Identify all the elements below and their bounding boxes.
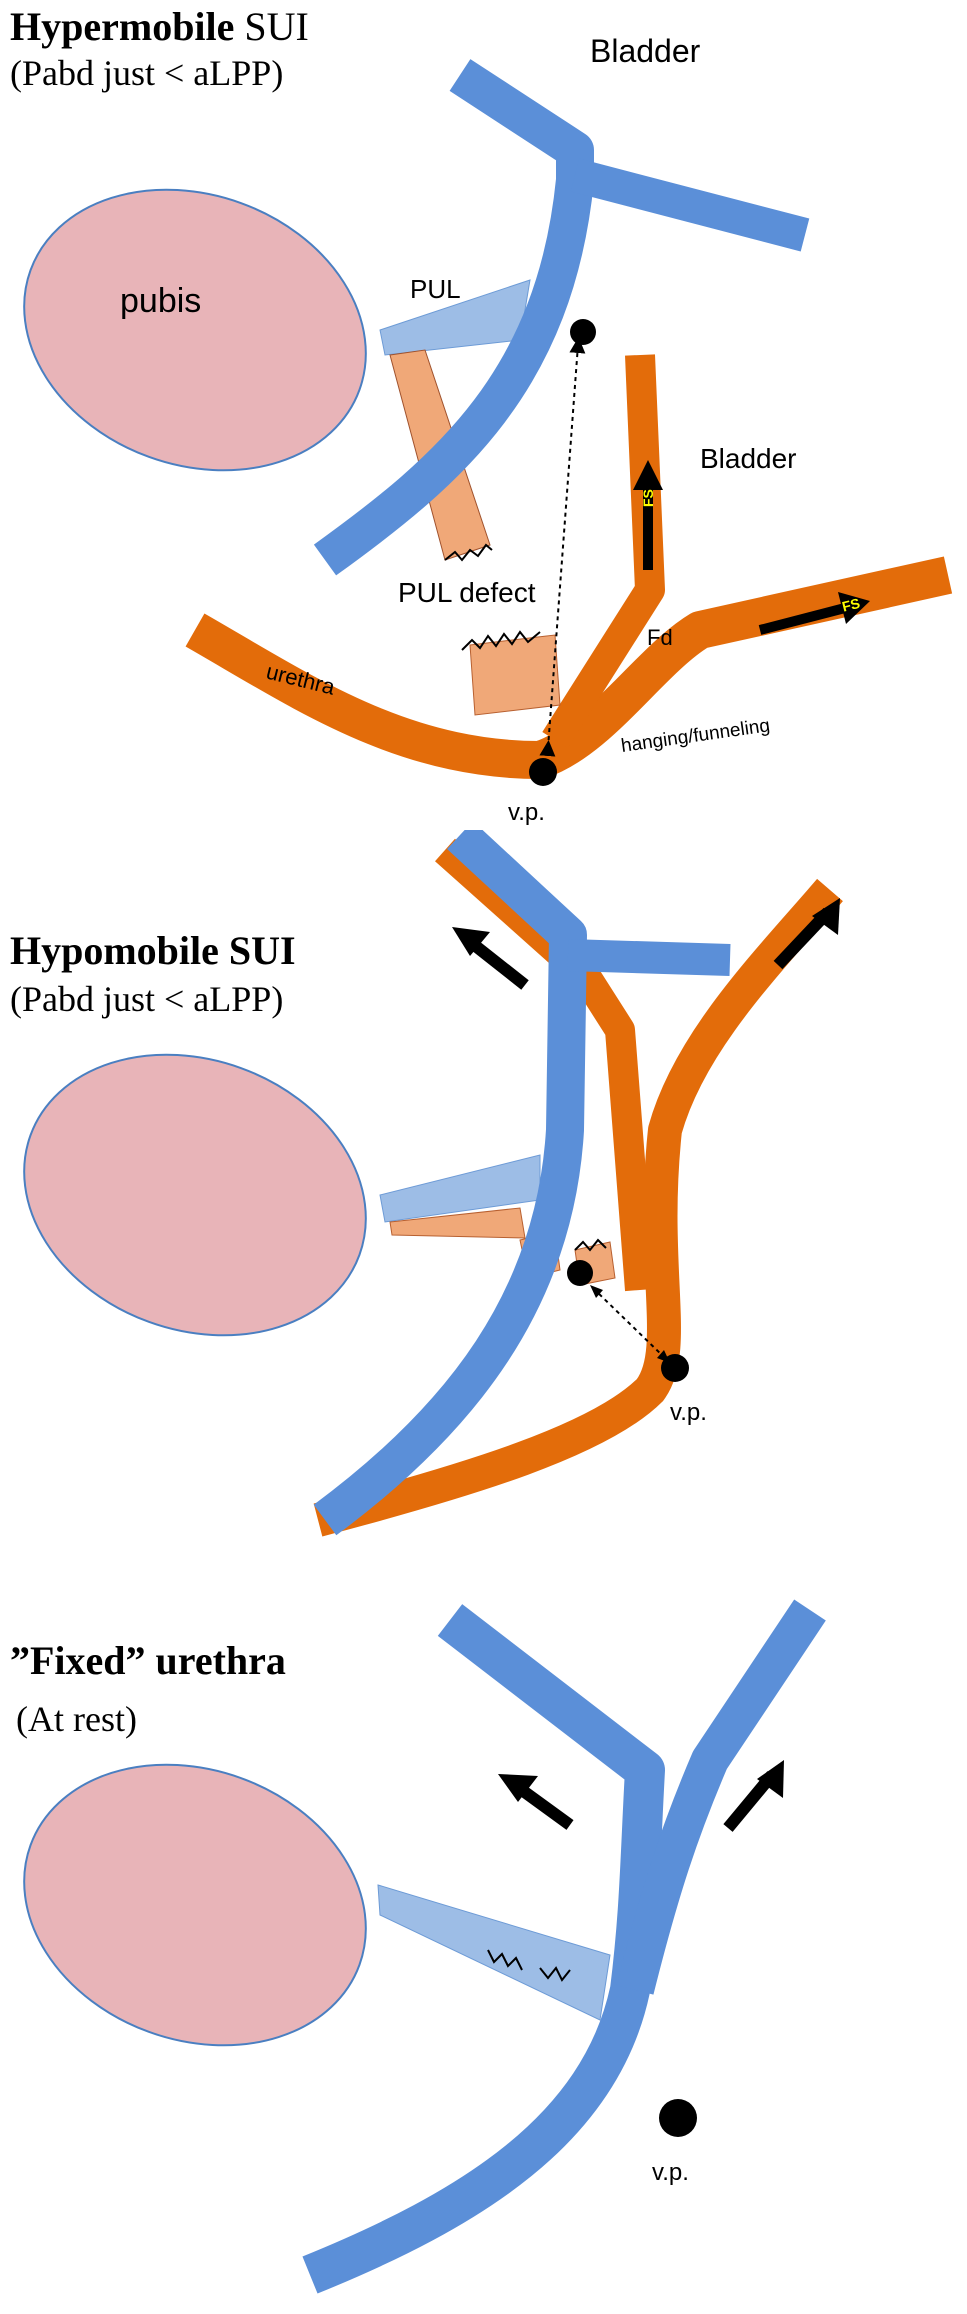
displacement-arrow-2	[594, 1289, 666, 1359]
bladder-wall-blue	[313, 59, 594, 576]
vp-point-2	[661, 1354, 689, 1382]
pul-tear-zigzag-2b	[574, 1238, 607, 1252]
vp-point	[529, 758, 557, 786]
label-fs-horizontal: FS	[840, 595, 861, 615]
label-pul-defect: PUL defect	[398, 577, 536, 608]
fs-arrow-vertical	[633, 460, 663, 570]
displacement-arrow	[539, 337, 586, 757]
bladder-wall-blue-right	[570, 158, 810, 252]
reference-point-top-2	[567, 1260, 593, 1286]
pul-tear-zigzag-3b	[539, 1966, 571, 1982]
motion-arrow-left	[452, 927, 529, 990]
motion-arrow-right	[773, 898, 840, 970]
fixed-urethra-diagram: v.p.	[23, 1599, 826, 2294]
motion-arrow-left-3	[498, 1774, 574, 1830]
hypomobile-panel: v.p. Hypomobile SUI (Pabd just < aLPP)	[0, 830, 967, 1570]
pul-defect-block	[469, 634, 561, 716]
bladder-wall-blue-2	[313, 830, 587, 1536]
hypomobile-title: Hypomobile SUI	[10, 928, 296, 973]
hypomobile-diagram: v.p.	[23, 830, 843, 1537]
urethra-orange	[185, 556, 953, 779]
bladder-wall-blue-3	[302, 1604, 665, 2294]
pubis-bone-3	[23, 1763, 367, 2047]
label-fd: Fd	[647, 625, 673, 650]
hypomobile-subtitle: (Pabd just < aLPP)	[10, 979, 284, 1019]
pul-ligament-3	[377, 1884, 611, 2021]
fixed-urethra-panel: v.p. ”Fixed” urethra (At rest)	[0, 1570, 967, 2314]
label-bladder-mid: Bladder	[700, 443, 797, 474]
pul-defect-zigzag	[461, 630, 541, 651]
label-vp-3: v.p.	[652, 2159, 689, 2186]
label-vp-2: v.p.	[670, 1399, 707, 1426]
pul-ligament-orange-2	[389, 1207, 526, 1239]
urethra-orange-2	[313, 878, 843, 1537]
reference-point-top	[570, 319, 596, 345]
bladder-wall-blue-right-3	[616, 1599, 826, 1995]
bladder-wall-blue-right-2	[567, 939, 731, 976]
hypermobile-diagram: Bladder pubis PUL Bladder PUL defect Fd …	[23, 33, 953, 826]
motion-arrow-right-3	[723, 1760, 784, 1832]
fixed-urethra-subtitle: (At rest)	[16, 1699, 137, 1739]
pul-tear-zigzag	[444, 543, 493, 562]
label-fs-vertical: FS	[640, 489, 656, 507]
vp-point-3	[659, 2099, 697, 2137]
hypermobile-title: Hypermobile SUI	[10, 4, 309, 50]
fixed-urethra-title: ”Fixed” urethra	[10, 1638, 286, 1683]
hypermobile-title-bold: Hypermobile	[10, 4, 235, 49]
fs-arrow-horizontal	[758, 592, 870, 635]
hypermobile-panel: Bladder pubis PUL Bladder PUL defect Fd …	[0, 0, 967, 830]
label-pul: PUL	[410, 274, 461, 304]
label-bladder-top: Bladder	[590, 33, 701, 69]
pubis-bone	[23, 188, 367, 472]
bladder-neck-orange-2	[435, 838, 655, 1292]
label-hanging: hanging/funneling	[620, 715, 771, 757]
hypermobile-title-rest: SUI	[234, 4, 309, 49]
label-pubis: pubis	[120, 282, 201, 320]
hypermobile-subtitle: (Pabd just < aLPP)	[10, 53, 284, 93]
label-vp: v.p.	[508, 799, 545, 826]
bladder-neck-orange	[542, 354, 665, 749]
pubis-bone-2	[23, 1053, 367, 1337]
pul-tear-zigzag-3a	[487, 1949, 523, 1971]
